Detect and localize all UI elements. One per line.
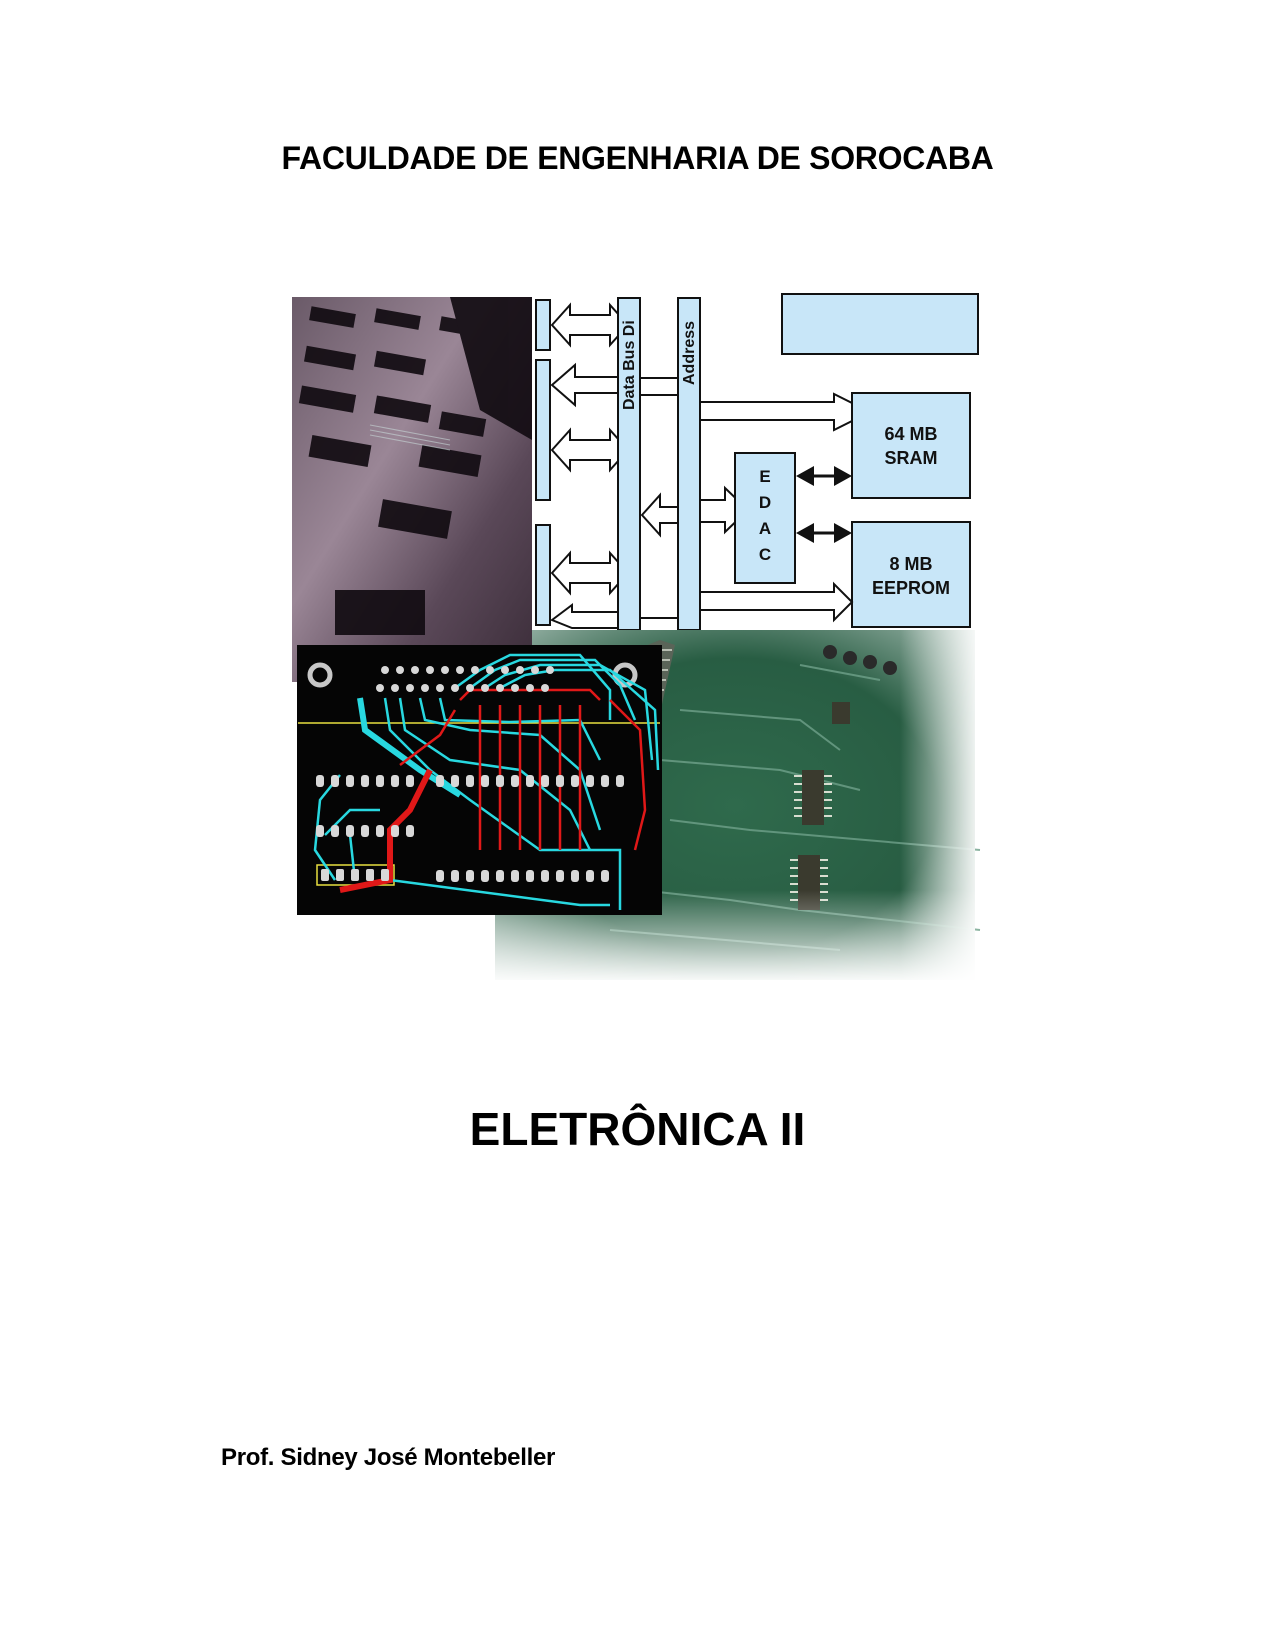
svg-text:8 MB: 8 MB bbox=[889, 554, 932, 574]
svg-text:EEPROM: EEPROM bbox=[872, 578, 950, 598]
svg-text:SRAM: SRAM bbox=[885, 448, 938, 468]
svg-text:Data Bus Di: Data Bus Di bbox=[621, 320, 638, 410]
svg-text:D: D bbox=[759, 493, 771, 512]
svg-text:Address: Address bbox=[681, 321, 698, 385]
chip-closeup-photo bbox=[292, 297, 532, 682]
pcb-layout-image bbox=[297, 645, 662, 915]
author-name: Prof. Sidney José Montebeller bbox=[221, 1444, 556, 1471]
svg-text:C: C bbox=[759, 545, 771, 564]
svg-text:A: A bbox=[759, 519, 771, 538]
cover-collage: Data Bus Di Address E D A C bbox=[280, 290, 990, 990]
svg-text:E: E bbox=[759, 467, 770, 486]
institution-title: FACULDADE DE ENGENHARIA DE SOROCABA bbox=[281, 140, 994, 176]
course-title: ELETRÔNICA II bbox=[469, 1103, 806, 1155]
block-diagram: Data Bus Di Address E D A C bbox=[535, 293, 979, 631]
svg-text:64 MB: 64 MB bbox=[884, 424, 937, 444]
